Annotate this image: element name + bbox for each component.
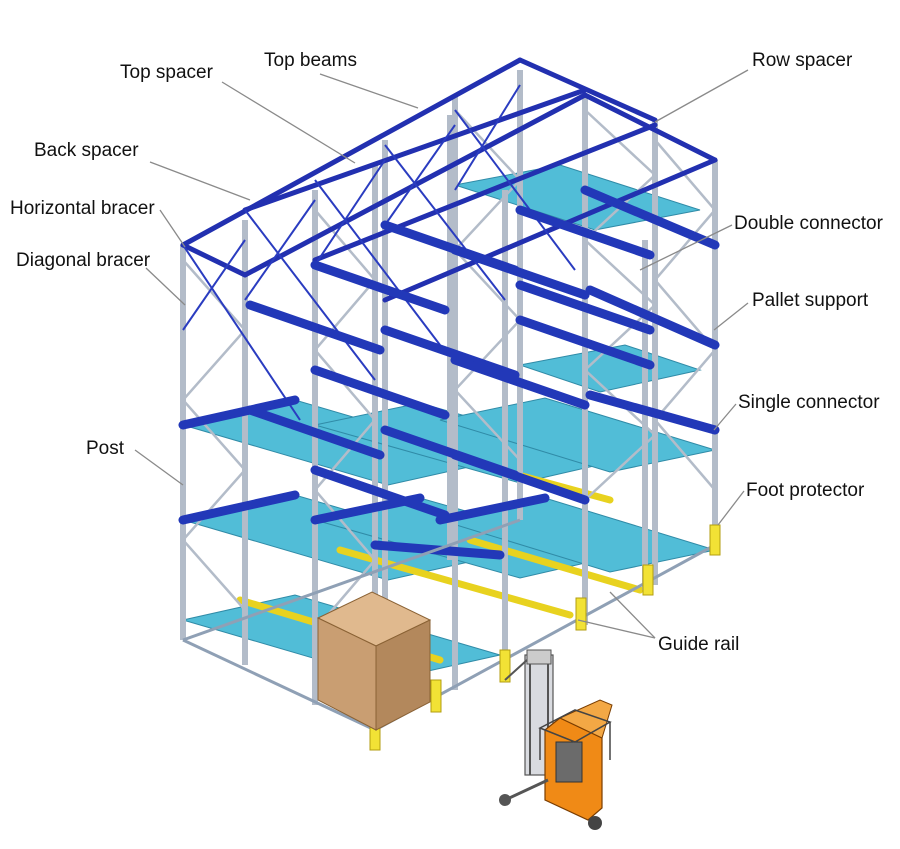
diagonal-bracing	[181, 109, 717, 631]
label-back-spacer: Back spacer	[34, 140, 139, 161]
label-top-beams: Top beams	[264, 50, 357, 71]
label-diagonal-bracer: Diagonal bracer	[16, 250, 151, 271]
leader-lines	[134, 69, 749, 639]
pallet-supports	[178, 185, 720, 560]
top-frame	[180, 57, 718, 303]
forklift	[499, 649, 613, 830]
top-cross-braces	[182, 84, 576, 421]
label-foot-protector: Foot protector	[746, 480, 865, 501]
posts	[180, 70, 718, 730]
carton	[316, 591, 432, 731]
label-double-connector: Double connector	[734, 213, 883, 234]
label-guide-rail: Guide rail	[658, 634, 740, 655]
label-single-connector: Single connector	[738, 392, 880, 413]
label-pallet-support: Pallet support	[752, 290, 869, 311]
label-post: Post	[86, 438, 125, 459]
label-top-spacer: Top spacer	[120, 62, 213, 83]
label-row-spacer: Row spacer	[752, 50, 853, 71]
label-horizontal-bracer: Horizontal bracer	[10, 198, 155, 219]
